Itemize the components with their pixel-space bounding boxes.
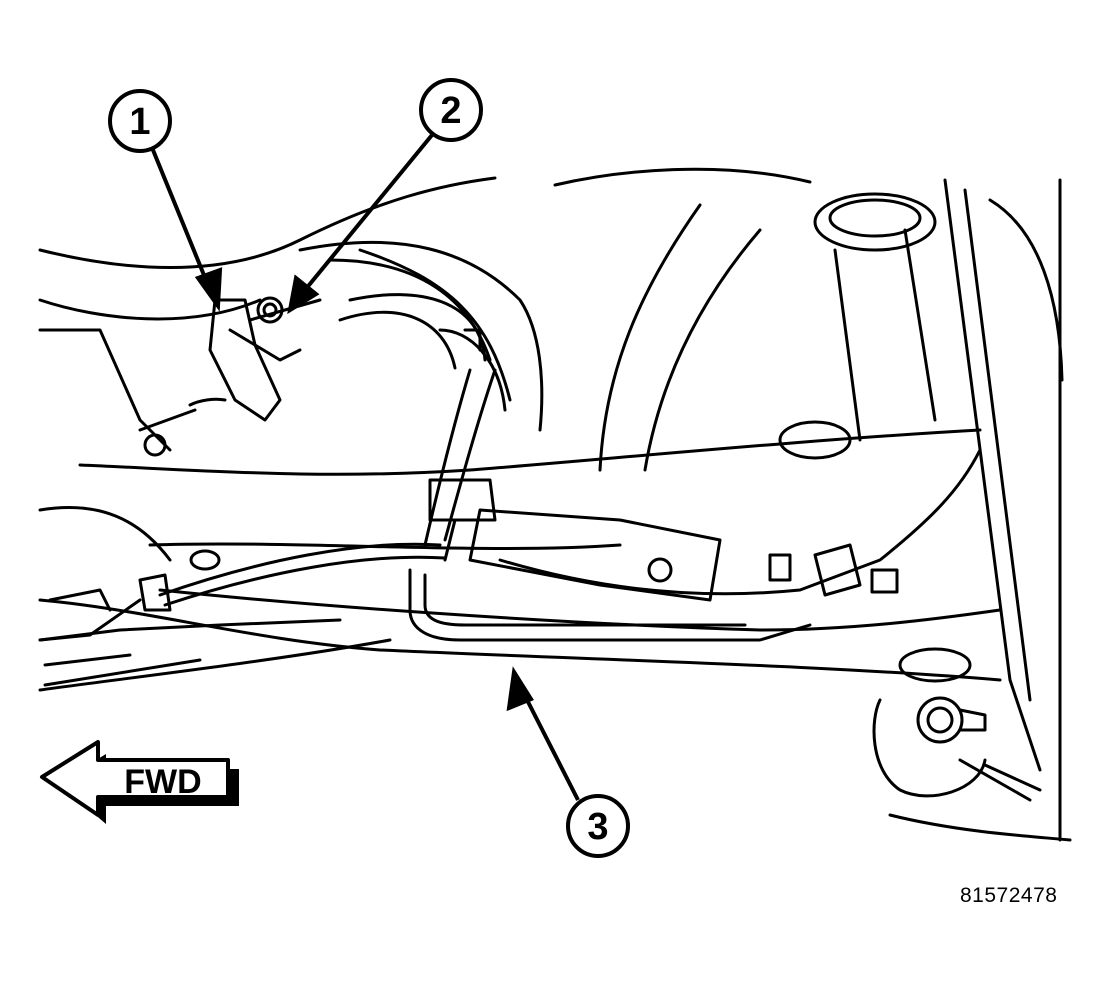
leader-line-3 (520, 689, 580, 801)
callout-leaders (151, 133, 580, 801)
callout-3-label: 3 (587, 806, 608, 848)
callout-2-label: 2 (440, 90, 461, 132)
fwd-direction-arrow: FWD (40, 740, 239, 824)
figure-id: 81572478 (960, 884, 1058, 907)
fwd-label: FWD (124, 763, 201, 801)
vehicle-linework (38, 167, 1072, 842)
leader-arrowhead-3 (506, 666, 534, 712)
leader-line-2 (303, 133, 434, 292)
leader-line-1 (151, 149, 210, 286)
callout-1: 1 (108, 89, 172, 153)
callout-3: 3 (566, 794, 630, 858)
leader-arrowhead-2 (287, 274, 320, 315)
callout-2: 2 (419, 78, 483, 142)
callout-1-label: 1 (129, 101, 150, 143)
leader-arrowhead-1 (194, 267, 223, 312)
